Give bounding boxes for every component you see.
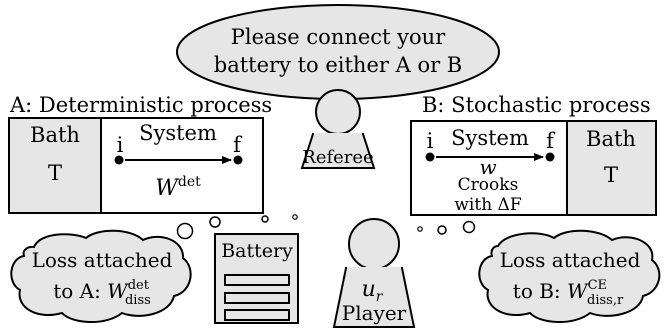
referee-figure: Referee <box>300 89 376 169</box>
panel-a-system-label: System <box>139 121 217 145</box>
referee-speech-bubble: Please connect your battery to either A … <box>176 4 500 100</box>
panel-b-final-state-label: f <box>546 129 556 153</box>
thought-dot <box>437 225 447 235</box>
thought-dot <box>292 214 298 220</box>
panel-b-system-box <box>410 120 568 216</box>
referee-body-icon <box>300 133 376 169</box>
panel-a-initial-state-label: i <box>117 133 124 157</box>
player-utility-label: ur <box>362 277 384 305</box>
panel-b-system-label: System <box>451 126 529 150</box>
thought-dots-right <box>417 220 476 235</box>
player-label: Player <box>342 301 407 325</box>
panel-a-bath-label: Bath <box>30 123 80 147</box>
thought-cloud-shape <box>478 229 661 323</box>
panel-a-title: A: Deterministic process <box>9 93 272 117</box>
panel-a-bath-temperature: T <box>48 161 62 185</box>
panel-a-final-state-dot <box>233 155 243 165</box>
panel-b-initial-state-dot <box>425 152 435 162</box>
referee-head-icon <box>315 89 361 135</box>
thought-cloud-shape <box>10 229 192 323</box>
thought-dot <box>176 222 194 240</box>
player-figure: ur Player <box>332 218 416 328</box>
panel-b-title: B: Stochastic process <box>422 93 651 117</box>
panel-a-initial-state-dot <box>114 155 124 165</box>
thought-dots-left <box>176 214 298 240</box>
panel-a-final-state-label: f <box>233 133 243 157</box>
battery-cell <box>224 274 290 286</box>
speech-bubble-shape <box>176 4 500 100</box>
battery: Battery <box>214 233 299 324</box>
panel-b-crooks-line-2: with ΔF <box>454 195 521 215</box>
thought-dot <box>417 226 423 232</box>
referee-message-line-2: battery to either A or B <box>214 53 462 77</box>
panel-b-bath-box <box>566 120 657 216</box>
player-head-icon <box>348 218 400 270</box>
loss-b-line-1: Loss attached <box>500 248 641 272</box>
panel-b-crooks-line-1: Crooks <box>458 175 519 195</box>
battery-cell <box>224 309 290 321</box>
battery-cell <box>224 292 290 304</box>
panel-b-work-label: w <box>479 155 496 179</box>
referee-message-line-1: Please connect your <box>231 25 446 49</box>
player-body-icon <box>332 267 416 328</box>
panel-b-initial-state-label: i <box>427 129 434 153</box>
thought-dot <box>261 215 269 223</box>
panel-b-bath-temperature: T <box>604 163 618 187</box>
panel-a-work-label: Wdet <box>155 174 201 201</box>
panel-a-system-box <box>100 117 264 214</box>
battery-label: Battery <box>221 240 293 262</box>
panel-a-deterministic: A: Deterministic process Bath T System i… <box>8 93 272 214</box>
panel-b-final-state-dot <box>545 152 555 162</box>
loss-a-line-1: Loss attached <box>32 248 173 272</box>
panel-b-bath-label: Bath <box>586 127 636 151</box>
panel-b-stochastic: B: Stochastic process System i f w Crook… <box>410 93 657 216</box>
thought-dot <box>209 216 221 228</box>
referee-label: Referee <box>302 147 373 168</box>
thought-dot <box>462 220 476 234</box>
